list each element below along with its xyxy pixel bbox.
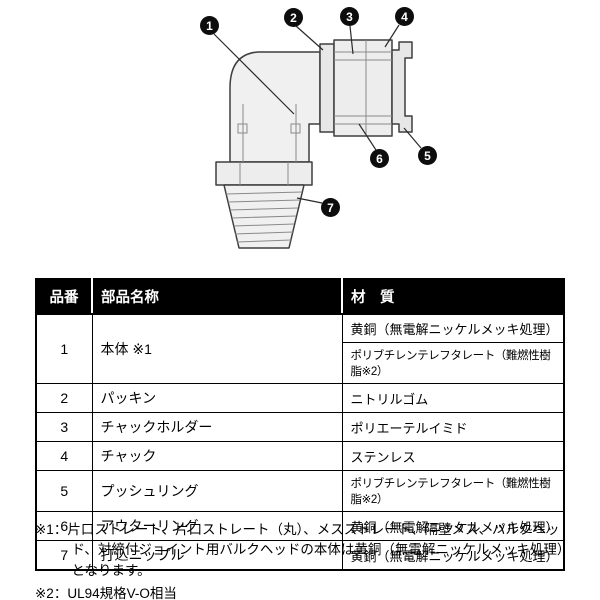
fitting-body-group [215,39,413,249]
table-row: 1 本体 ※1 黄銅（無電解ニッケルメッキ処理） ポリブチレンテレフタレート（難… [35,313,565,384]
material-cell: ニトリルゴム [341,383,565,413]
table-row: 4 チャック ステンレス [35,441,565,471]
part-name-cell: 打込ニップル [91,540,343,571]
material-line: 黄銅（無電解ニッケルメッキ処理） [350,322,559,337]
callout-4: 4 [395,7,414,26]
col-header-material: 材 質 [341,279,564,315]
callout-6: 6 [370,149,389,168]
part-name-cell: 本体 ※1 [91,313,343,384]
table-header-row: 品番 部品名称 材 質 [36,279,564,315]
table-row: 6 アウターリング 黄銅（無電解ニッケルメッキ処理） [35,511,565,541]
table-row: 5 プッシュリング ポリブチレンテレフタレート（難燃性樹脂※2） [35,470,565,512]
part-name-cell: プッシュリング [91,470,343,512]
part-no-cell: 7 [35,540,93,571]
callout-7: 7 [321,198,340,217]
callout-3: 3 [340,7,359,26]
callout-2: 2 [284,8,303,27]
callout-label: 6 [376,151,383,166]
part-no-cell: 5 [35,470,93,512]
material-cell: ポリブチレンテレフタレート（難燃性樹脂※2） [341,470,565,512]
material-line: ポリブチレンテレフタレート（難燃性樹脂※2） [342,342,563,383]
material-line: 黄銅（無電解ニッケルメッキ処理） [350,548,559,564]
part-no-cell: 3 [35,412,93,442]
material-line: ポリエーテルイミド [350,420,468,436]
connector-collar [319,43,335,133]
material-line: ニトリルゴム [350,391,429,407]
part-name-cell: チャックホルダー [91,412,343,442]
material-line: ステンレス [350,449,416,465]
col-header-part-name: 部品名称 [91,279,342,315]
material-line: 黄銅（無電解ニッケルメッキ処理） [350,519,559,535]
callout-label: 5 [424,148,431,163]
fitting-diagram: 1 2 3 4 5 6 7 [0,0,600,270]
callout-1: 1 [200,16,219,35]
hex-nut [215,161,313,186]
part-name-cell: アウターリング [91,511,343,541]
part-no-cell: 1 [35,313,93,384]
material-cell: 黄銅（無電解ニッケルメッキ処理） [341,540,565,571]
part-no-cell: 4 [35,441,93,471]
fitting-drawing [213,24,422,249]
footnotes: ※1：片口ストレート、片口ストレート（丸）、メスストレート、隔壁メス、バルクヘッ… [35,520,569,600]
col-header-part-no: 品番 [36,279,92,315]
callout-5: 5 [418,146,437,165]
footnote-1: ※1：片口ストレート、片口ストレート（丸）、メスストレート、隔壁メス、バルクヘッ… [35,522,564,578]
callout-label: 3 [346,9,353,24]
callout-label: 4 [401,9,408,24]
material-cell: ステンレス [341,441,565,471]
part-no-cell: 2 [35,383,93,413]
part-name-cell: パッキン [91,383,343,413]
callout-label: 2 [290,10,297,25]
part-no-cell: 6 [35,511,93,541]
material-cell: 黄銅（無電解ニッケルメッキ処理） [341,511,565,541]
table-row: 2 パッキン ニトリルゴム [35,383,565,413]
elbow-body [229,51,321,163]
push-ring [391,41,413,133]
internal-detail-lines [225,40,392,243]
table-row: 3 チャックホルダー ポリエーテルイミド [35,412,565,442]
footnote-2: ※2：UL94規格V-O相当 [35,585,177,600]
parts-table: 品番 部品名称 材 質 1 本体 ※1 黄銅（無電解ニッケルメッキ処理） ポリブ… [35,278,565,571]
connector-cap [333,39,393,137]
table-row: 7 打込ニップル 黄銅（無電解ニッケルメッキ処理） [35,540,565,571]
material-cell: ポリエーテルイミド [341,412,565,442]
part-name-cell: チャック [91,441,343,471]
callout-label: 7 [327,200,334,215]
material-cell: 黄銅（無電解ニッケルメッキ処理） ポリブチレンテレフタレート（難燃性樹脂※2） [341,313,565,384]
material-line: ポリブチレンテレフタレート（難燃性樹脂※2） [350,478,551,506]
callout-label: 1 [206,18,213,33]
leader-lines [213,24,422,204]
